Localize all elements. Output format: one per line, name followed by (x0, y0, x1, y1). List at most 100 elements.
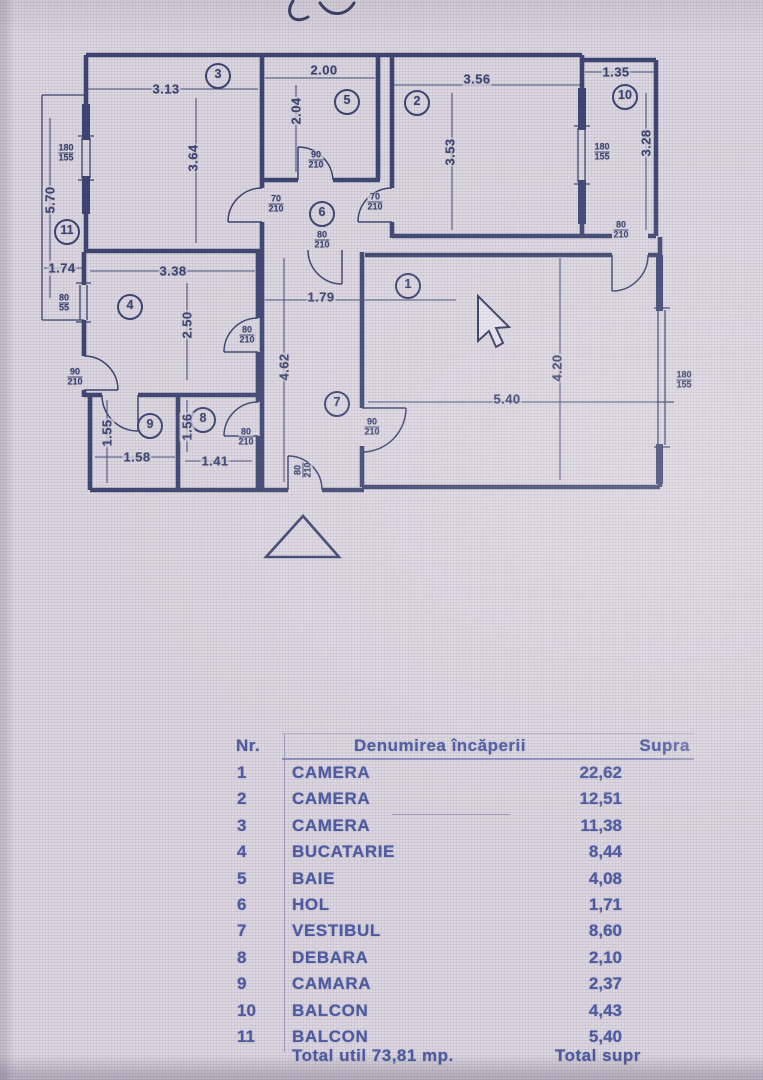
dimension-label: 1.55 (99, 418, 115, 448)
dimension-label: 3.28 (638, 128, 654, 158)
dimension-label: 4.20 (549, 353, 565, 383)
room-name: BALCON (292, 1027, 369, 1046)
table-row: 6 HOL 1,71 (230, 895, 763, 921)
table-top-rule (282, 733, 694, 734)
row-nr: 2 (237, 789, 247, 809)
row-nr: 6 (237, 895, 247, 914)
table-row: 5 BAIE 4,08 (230, 869, 763, 895)
room-area: 4,08 (588, 868, 622, 888)
room-name: CAMERA (292, 763, 371, 782)
room-area: 2,10 (588, 947, 622, 967)
table-header-rule (282, 758, 694, 760)
room-name: VESTIBUL (292, 921, 381, 941)
room-number-1: 1 (395, 273, 421, 299)
table-row: 3 CAMERA 11,38 (230, 816, 763, 842)
windows-and-balcony-lines (41, 94, 674, 448)
header-nr: Nr. (236, 736, 261, 755)
dimension-label: 1.74 (47, 260, 77, 276)
table-column-rule (284, 734, 286, 1052)
room-number-3: 3 (205, 63, 231, 89)
dimension-lines (44, 71, 656, 483)
room-area: 12,51 (579, 789, 622, 809)
room-number-7: 7 (324, 391, 350, 417)
header-area: Supra (639, 736, 690, 755)
room-number-11: 11 (54, 219, 80, 245)
room-name: CAMERA (292, 815, 371, 835)
dimension-label: 2.04 (288, 96, 304, 126)
dimension-label: 1.35 (601, 64, 631, 80)
room-number-2: 2 (404, 90, 430, 116)
room-name: BAIE (292, 868, 336, 888)
wall-fills (82, 88, 663, 484)
row-nr: 10 (237, 1000, 256, 1020)
room-number-5: 5 (334, 89, 360, 115)
triangle-symbol (263, 514, 342, 559)
floor-plan-drawing (41, 0, 674, 559)
door-arcs (83, 146, 649, 491)
row-nr: 5 (237, 868, 247, 888)
room-area: 22,62 (579, 763, 622, 782)
room-number-6: 6 (309, 201, 335, 227)
row-nr: 11 (237, 1027, 255, 1046)
dimension-label: 5.40 (492, 391, 522, 407)
room-number-10: 10 (612, 84, 638, 110)
room-number-9: 9 (137, 413, 163, 439)
dimension-label: 1.58 (122, 449, 152, 465)
dimension-label: 3.38 (158, 263, 188, 279)
room-number-4: 4 (117, 294, 143, 320)
room-area: 4,43 (588, 1000, 622, 1020)
room-name: HOL (292, 895, 330, 914)
dimension-label: 2.00 (309, 62, 339, 78)
dimension-label: 4.62 (276, 352, 292, 382)
total-util-label: Total util 73,81 mp. (292, 1046, 454, 1065)
room-name: CAMARA (292, 974, 372, 994)
row-nr: 3 (237, 815, 247, 835)
dimension-label: 1.56 (179, 412, 195, 442)
room-area: 8,44 (588, 842, 622, 862)
row-nr: 4 (237, 842, 247, 862)
table-row: 11 BALCON 5,40 (230, 1027, 763, 1053)
total-supr-label: Total supr (555, 1046, 641, 1065)
room-area: 5,40 (588, 1027, 622, 1046)
row2-underline-artifact (392, 814, 510, 816)
dimension-label: 2.50 (179, 310, 195, 340)
room-area: 11,38 (580, 815, 622, 835)
dimension-label: 3.64 (185, 143, 201, 173)
table-row: 9 CAMARA 2,37 (230, 974, 763, 1000)
table-row: 2 CAMERA 12,51 (230, 789, 763, 815)
row-nr: 9 (237, 974, 247, 994)
table-row: 10 BALCON 4,43 (230, 1001, 763, 1027)
table-row: 1 CAMERA 22,62 (230, 763, 763, 789)
row-nr: 7 (237, 921, 247, 941)
dimension-label: 3.13 (151, 81, 181, 97)
room-area: 1,71 (588, 895, 622, 914)
handwriting-scribble (288, 0, 356, 22)
room-name: CAMERA (292, 789, 371, 809)
header-room-name: Denumirea încăperii (353, 736, 526, 755)
table-row: 4 BUCATARIE 8,44 (230, 842, 763, 868)
room-name: BUCATARIE (292, 842, 395, 862)
dimension-label: 1.41 (200, 453, 230, 469)
mouse-cursor (477, 293, 512, 349)
row-nr: 1 (237, 763, 247, 782)
room-area: 2,37 (588, 974, 622, 994)
room-name: DEBARA (292, 947, 369, 967)
dimension-label: 3.53 (442, 137, 458, 167)
room-name: BALCON (292, 1000, 369, 1020)
dimension-label: 5.70 (42, 185, 58, 215)
